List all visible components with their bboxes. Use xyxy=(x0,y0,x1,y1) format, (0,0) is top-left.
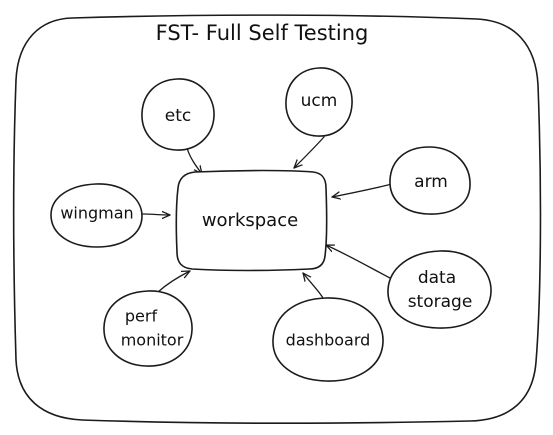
etc-label: etc xyxy=(165,106,191,126)
perf-monitor-line1: perf xyxy=(125,307,158,326)
outer-boundary xyxy=(12,14,542,424)
workspace-node: workspace xyxy=(175,169,328,272)
arrow-ucm-to-workspace xyxy=(293,136,325,169)
arrow-dashboard-to-workspace xyxy=(302,272,324,299)
data-storage-line1: data xyxy=(418,268,456,288)
arrow-data-storage-to-workspace xyxy=(325,244,391,279)
arrow-arm-to-workspace xyxy=(331,183,393,197)
etc-node: etc xyxy=(141,78,215,151)
arrow-wingman-to-workspace xyxy=(142,214,171,215)
dashboard-node: dashboard xyxy=(272,297,384,382)
workspace-label: workspace xyxy=(202,210,298,231)
dashboard-label: dashboard xyxy=(286,331,371,350)
diagram-title: FST- Full Self Testing xyxy=(156,21,369,45)
ucm-label: ucm xyxy=(301,91,338,111)
arm-node: arm xyxy=(389,146,471,215)
perf-monitor-node: perf monitor xyxy=(103,290,193,367)
data-storage-line2: storage xyxy=(408,292,473,312)
arm-label: arm xyxy=(414,172,448,192)
data-storage-node: data storage xyxy=(387,250,492,329)
ucm-node: ucm xyxy=(285,67,353,137)
perf-monitor-line2: monitor xyxy=(121,331,184,350)
wingman-label: wingman xyxy=(60,204,133,223)
arrow-etc-to-workspace xyxy=(186,147,203,175)
wingman-node: wingman xyxy=(50,183,143,248)
arrow-perf-monitor-to-workspace xyxy=(157,270,191,293)
